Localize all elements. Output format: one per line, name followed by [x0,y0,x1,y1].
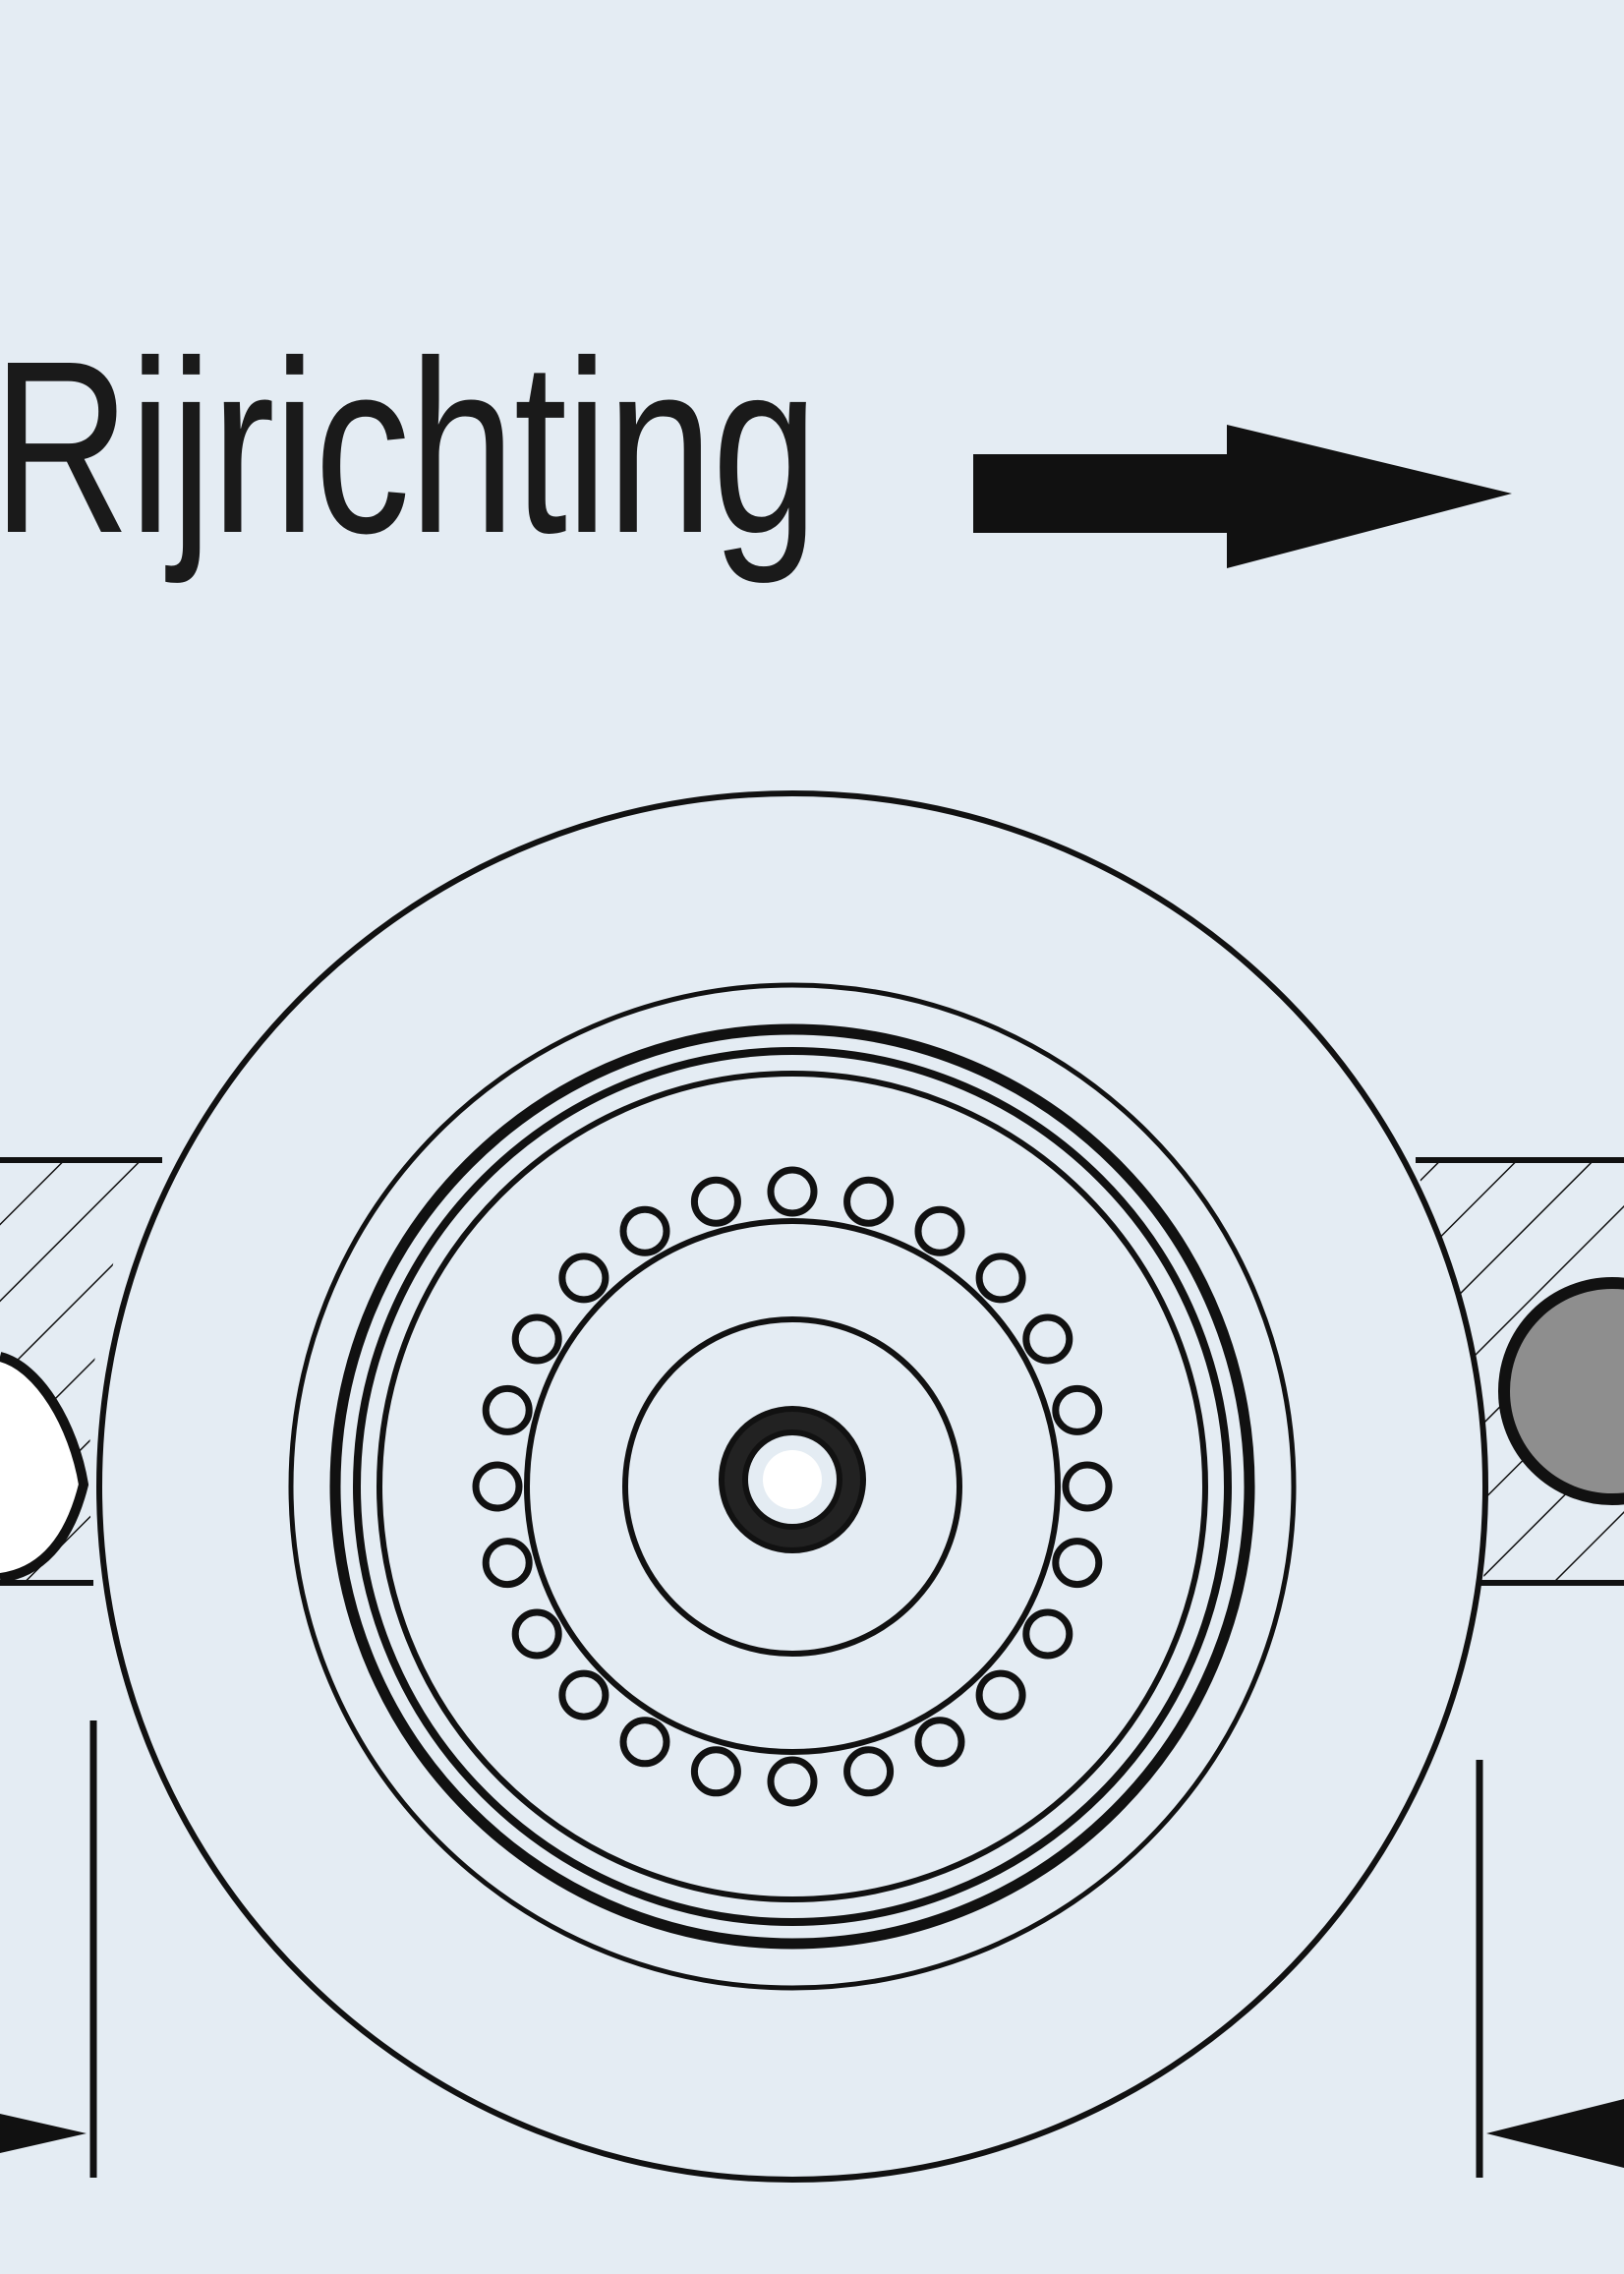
bearing-ball [1062,1461,1113,1512]
bearing-ball [914,1205,965,1256]
bearing-ball [472,1461,523,1512]
bearing-ball [1052,1384,1103,1435]
left-housing [0,1157,162,1586]
wheel [96,790,1488,2183]
bearing-ball [1022,1608,1073,1660]
bearing-balls [472,1166,1113,1807]
bearing-ball [914,1717,965,1768]
bearing-ball [1052,1538,1103,1589]
bearing-ball [975,1669,1026,1720]
dimension-lines [0,1720,1624,2178]
bearing-ball [975,1253,1026,1304]
direction-label: Rijrichting [0,310,818,584]
arrow-right-icon [973,425,1512,568]
bearing-ball [767,1166,818,1217]
bearing-ball [511,1608,562,1660]
bearing-ball [619,1205,670,1256]
bearing-ball [558,1253,609,1304]
ball-bearing-right [1498,1277,1624,1505]
bearing-ball [690,1176,741,1227]
bearing-ball [482,1538,533,1589]
bearing-ball [843,1746,895,1797]
bearing-ball [690,1746,741,1797]
bearing-ball [558,1669,609,1720]
bearing-ball [767,1756,818,1807]
bearing-ball [619,1717,670,1768]
bearing-ball [843,1176,895,1227]
bearing-ball [511,1313,562,1365]
bearing-ball [1022,1313,1073,1365]
right-housing [1416,1157,1624,1586]
bearing-ball [482,1384,533,1435]
